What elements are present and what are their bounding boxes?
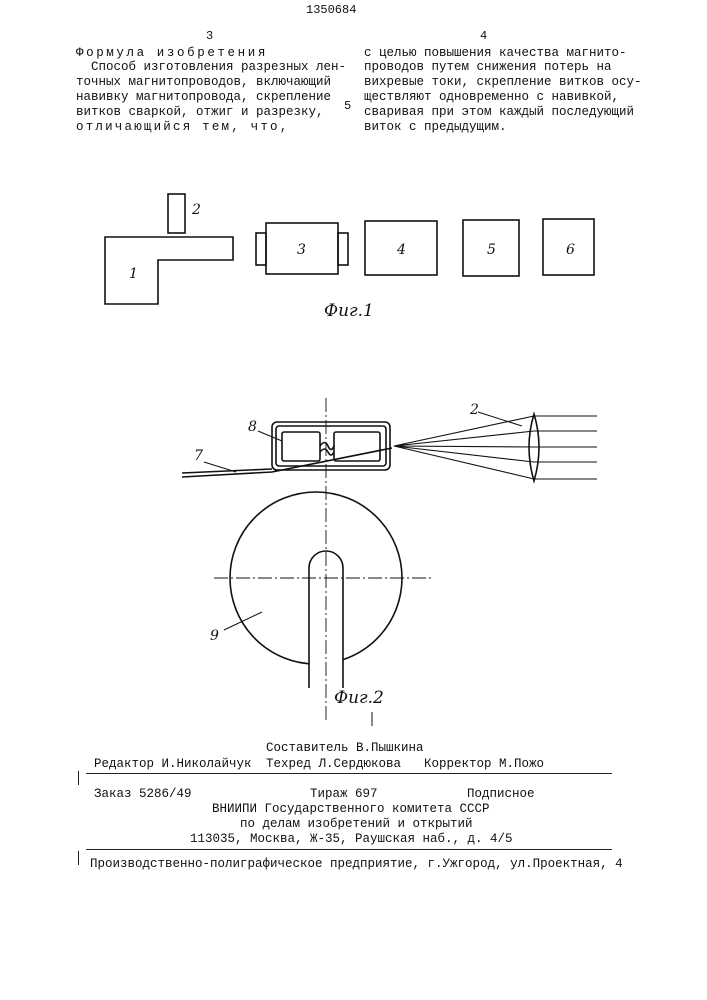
fig1-label-1: 1 <box>129 266 138 282</box>
footer-subscription: Подписное <box>467 786 535 802</box>
fig1-label-5: 5 <box>487 242 496 258</box>
footer-divider-bottom <box>86 849 612 850</box>
footer-org-address: 113035, Москва, Ж-35, Раушская наб., д. … <box>190 831 513 847</box>
fig2-core-8-outer <box>272 422 390 470</box>
fig1-block-1 <box>105 237 233 304</box>
fig2-tape-7 <box>182 448 392 477</box>
fig1-block-3-left-tab <box>256 233 266 265</box>
footer-margin-mark <box>78 771 79 785</box>
footer-order: Заказ 5286/49 <box>94 786 192 802</box>
fig1-label-3: 3 <box>297 242 306 258</box>
fig2-label-2: 2 <box>469 402 479 418</box>
footer-divider-top <box>86 773 612 774</box>
fig1-block-3-right-tab <box>338 233 348 265</box>
footer-org-line2: по делам изобретений и открытий <box>240 816 473 832</box>
footer-margin-mark-2 <box>78 851 79 865</box>
footer-printer: Производственно-полиграфическое предприя… <box>90 856 623 872</box>
fig2-beam-2 <box>394 416 534 479</box>
footer-techred: Техред Л.Сердюкова <box>266 756 401 772</box>
fig1-label-6: 6 <box>566 242 575 258</box>
footer-compiler: Составитель В.Пышкина <box>266 740 424 756</box>
fig2-label-9: 9 <box>210 628 219 644</box>
fig2-label-8: 8 <box>248 419 257 435</box>
footer-editor: Редактор И.Николайчук <box>94 756 252 772</box>
footer-circulation: Тираж 697 <box>310 786 378 802</box>
figure2-caption: Фиг.2 <box>334 688 384 708</box>
footer-corrector: Корректор М.Пожо <box>424 756 544 772</box>
footer-org-line1: ВНИИПИ Государственного комитета СССР <box>212 801 490 817</box>
fig1-label-4: 4 <box>396 242 406 258</box>
fig1-block-2 <box>168 194 185 233</box>
figure1-caption: Фиг.1 <box>324 301 374 321</box>
fig2-label-7: 7 <box>194 448 203 464</box>
fig1-label-2: 2 <box>191 202 201 218</box>
